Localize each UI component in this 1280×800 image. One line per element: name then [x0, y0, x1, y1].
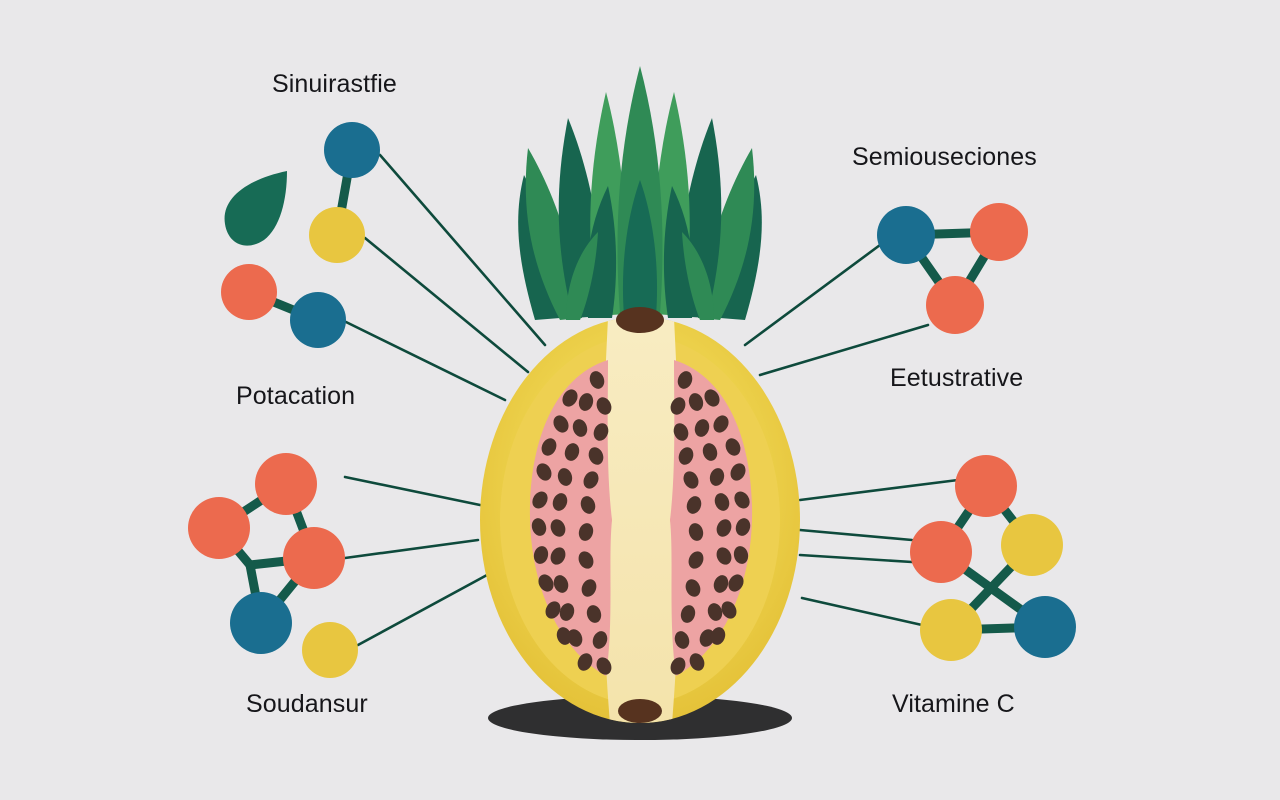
leaf-drop-icon: [224, 171, 287, 246]
molecule-node[interactable]: [302, 622, 358, 678]
connector-lines: [343, 153, 960, 647]
crown-leaf: [566, 232, 598, 320]
molecule-node[interactable]: [290, 292, 346, 348]
seed-group-right: [670, 371, 751, 675]
connector-line: [344, 320, 507, 402]
molecule-node[interactable]: [920, 599, 982, 661]
molecule-node[interactable]: [324, 122, 380, 178]
molecule-cluster-bottom-left[interactable]: [188, 453, 358, 678]
connector-line: [800, 596, 924, 627]
molecule-cluster-top-right[interactable]: [877, 203, 1028, 334]
crown-leaf: [682, 232, 714, 320]
connector-line: [343, 538, 480, 560]
fruit-blossom-end: [618, 699, 662, 723]
molecule-node[interactable]: [1001, 514, 1063, 576]
connector-line: [743, 243, 882, 347]
connector-line: [363, 236, 530, 374]
label-potacation: Potacation: [236, 382, 356, 410]
connector-line: [798, 478, 960, 502]
molecule-node[interactable]: [221, 264, 277, 320]
pineapple-crown: [518, 66, 762, 320]
connector-line: [798, 553, 914, 564]
label-sinuirastfie: Sinuirastfie: [272, 70, 397, 98]
molecule-node[interactable]: [910, 521, 972, 583]
crown-leaf: [622, 180, 658, 316]
label-vitamine-c: Vitamine C: [892, 690, 1015, 718]
label-soudansur: Soudansur: [246, 690, 368, 718]
molecule-node[interactable]: [970, 203, 1028, 261]
fruit-body: [480, 307, 800, 723]
fruit-stem-cap: [616, 307, 664, 333]
label-eetustrative: Eetustrative: [890, 364, 1024, 392]
molecule-cluster-bottom-right[interactable]: [910, 455, 1076, 661]
molecule-node[interactable]: [230, 592, 292, 654]
molecule-node[interactable]: [309, 207, 365, 263]
crown-leaf: [586, 186, 617, 318]
connector-line: [378, 153, 547, 347]
molecule-node[interactable]: [877, 206, 935, 264]
molecule-node[interactable]: [955, 455, 1017, 517]
connector-line: [798, 528, 914, 542]
molecule-node[interactable]: [926, 276, 984, 334]
seed-group-left: [531, 371, 612, 675]
molecule-node[interactable]: [283, 527, 345, 589]
label-semiouseciones: Semiouseciones: [852, 143, 1037, 171]
connector-line: [356, 573, 489, 647]
molecule-node[interactable]: [255, 453, 317, 515]
connector-line: [343, 475, 482, 507]
connector-line: [758, 323, 930, 377]
fruit-core: [604, 318, 678, 723]
molecule-node[interactable]: [1014, 596, 1076, 658]
molecule-node[interactable]: [188, 497, 250, 559]
crown-leaf: [663, 186, 694, 318]
molecule-cluster-top-left[interactable]: [221, 122, 380, 348]
